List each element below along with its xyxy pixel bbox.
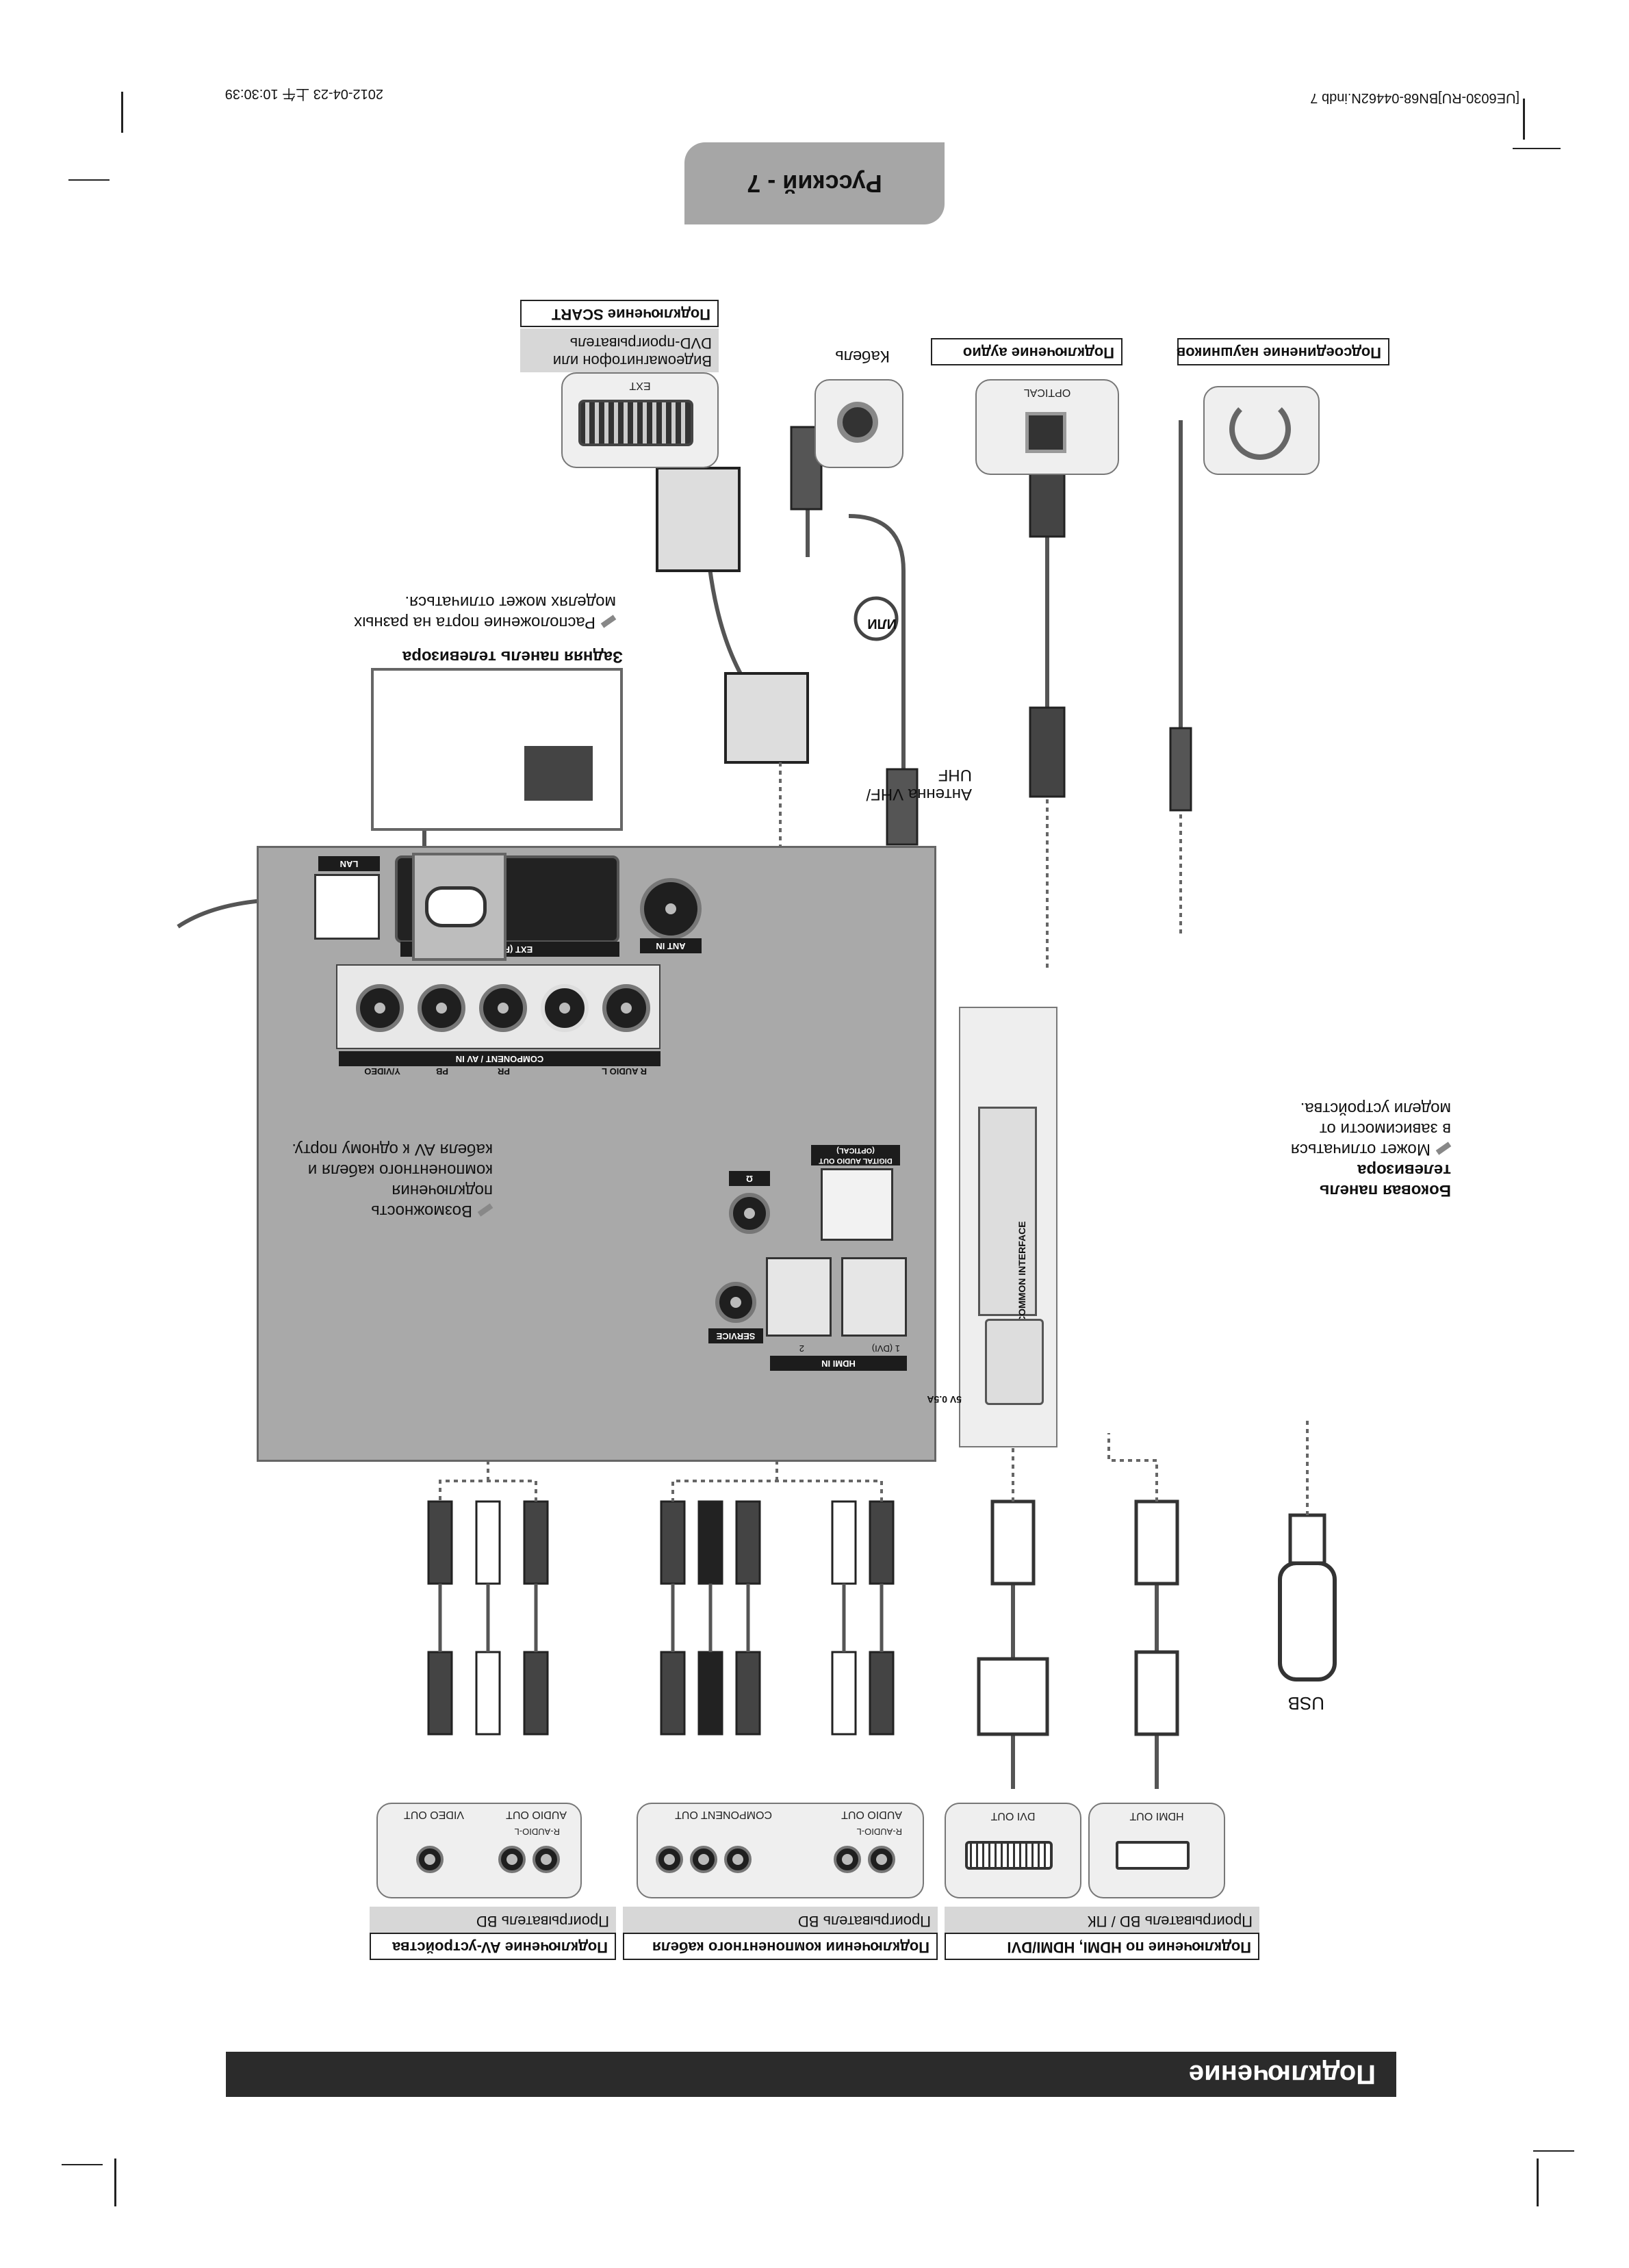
section-subtitle-scart: Видеомагнитофон или DVD-проигрыватель <box>520 328 719 372</box>
back-panel-title-text: Задняя панель телевизора <box>402 647 623 666</box>
optical-label: OPTICAL <box>1023 387 1071 398</box>
ext-label: EXT <box>629 380 651 391</box>
headphones-icon <box>1229 398 1291 460</box>
scart-connector-icon <box>578 400 693 446</box>
rca-cable-runs <box>438 1584 884 1652</box>
pencil-icon <box>1435 1142 1452 1155</box>
usb-port-label: 5V 0.5A <box>927 1394 962 1405</box>
tv-back-port-block <box>524 746 593 801</box>
rca-plugs <box>427 1500 895 1736</box>
service-label: SERVICE <box>708 1328 763 1343</box>
ant-in-port[interactable] <box>640 878 702 940</box>
component-av-in-label: COMPONENT / AV IN <box>339 1051 660 1066</box>
section-title-audio: Подключение аудио <box>931 338 1123 365</box>
hdmi-dotted-links <box>1012 1426 1158 1502</box>
component-av-note-text: Возможность подключения компонентного ка… <box>292 1140 493 1220</box>
optical-port[interactable] <box>821 1168 893 1241</box>
antenna-label: Антенна VHF/ UHF <box>866 766 972 803</box>
cable-connector-icon <box>837 402 878 443</box>
ant-in-label: ANT IN <box>640 938 702 953</box>
or-label: ИЛИ <box>867 616 897 631</box>
hdmi1-label: 1 (DVI) <box>871 1343 900 1354</box>
side-panel-note-text: Может отличаться в зависимости от модели… <box>1290 1099 1451 1159</box>
pb-jack[interactable] <box>418 984 465 1032</box>
audio-r-label: R AUDIO L <box>602 1066 647 1077</box>
y-video-label: Y/VIDEO <box>364 1066 400 1077</box>
hdmi-port-2[interactable] <box>766 1257 832 1337</box>
usb-stick <box>1278 1419 1337 1681</box>
tv-back-outline <box>371 668 623 831</box>
pencil-icon <box>600 615 617 628</box>
audio-l-jack[interactable] <box>541 984 589 1032</box>
common-interface-label: COMMON INTERFACE <box>1016 1221 1027 1323</box>
section-title-headphones: Подсоединение наушников <box>1177 338 1389 365</box>
back-panel-title: Задняя панель телевизора <box>356 646 623 667</box>
usb-label: USB <box>1287 1693 1324 1714</box>
side-panel-note: Боковая панель телевизора Может отличать… <box>1280 1098 1452 1200</box>
headphones-device <box>1203 386 1320 475</box>
y-video-jack[interactable] <box>356 984 404 1032</box>
lan-port[interactable] <box>314 874 380 940</box>
audio-r-jack[interactable] <box>602 984 650 1032</box>
pencil-icon <box>477 1203 493 1217</box>
hdmi-port-1[interactable] <box>841 1257 907 1337</box>
ext-scart-device: EXT <box>561 372 719 468</box>
port-location-note: Расположение порта на разных моделях мож… <box>349 591 617 632</box>
pr-label: PR <box>497 1066 510 1077</box>
section-title-scart: Подключение SCART <box>520 300 719 327</box>
optical-port-icon <box>1025 412 1066 453</box>
component-av-note: Возможность подключения компонентного ка… <box>281 1139 493 1221</box>
headphone-label: Ω <box>729 1171 770 1186</box>
service-port[interactable] <box>715 1282 756 1323</box>
top-dotted-links <box>779 762 1182 968</box>
pb-label: PB <box>435 1066 448 1077</box>
power-socket <box>412 853 506 961</box>
usb-port[interactable] <box>985 1319 1044 1405</box>
cable-device <box>814 379 903 468</box>
cable-label: Кабель <box>835 347 890 365</box>
side-panel-title: Боковая панель телевизора <box>1319 1161 1451 1200</box>
top-plugs <box>656 426 1192 846</box>
hdmi-plugs <box>977 1499 1179 1736</box>
pr-jack[interactable] <box>479 984 527 1032</box>
common-interface-slot <box>978 1107 1037 1316</box>
port-location-note-text: Расположение порта на разных моделях мож… <box>354 593 616 632</box>
hdmi2-label: 2 <box>799 1343 804 1354</box>
lan-label: LAN <box>318 856 380 871</box>
headphone-port[interactable] <box>729 1193 770 1234</box>
digital-audio-out-label: DIGITAL AUDIO OUT (OPTICAL) <box>811 1145 900 1165</box>
socket-icon <box>425 886 487 927</box>
hdmi-in-label: HDMI IN <box>770 1356 907 1371</box>
optical-device: OPTICAL <box>975 379 1119 475</box>
